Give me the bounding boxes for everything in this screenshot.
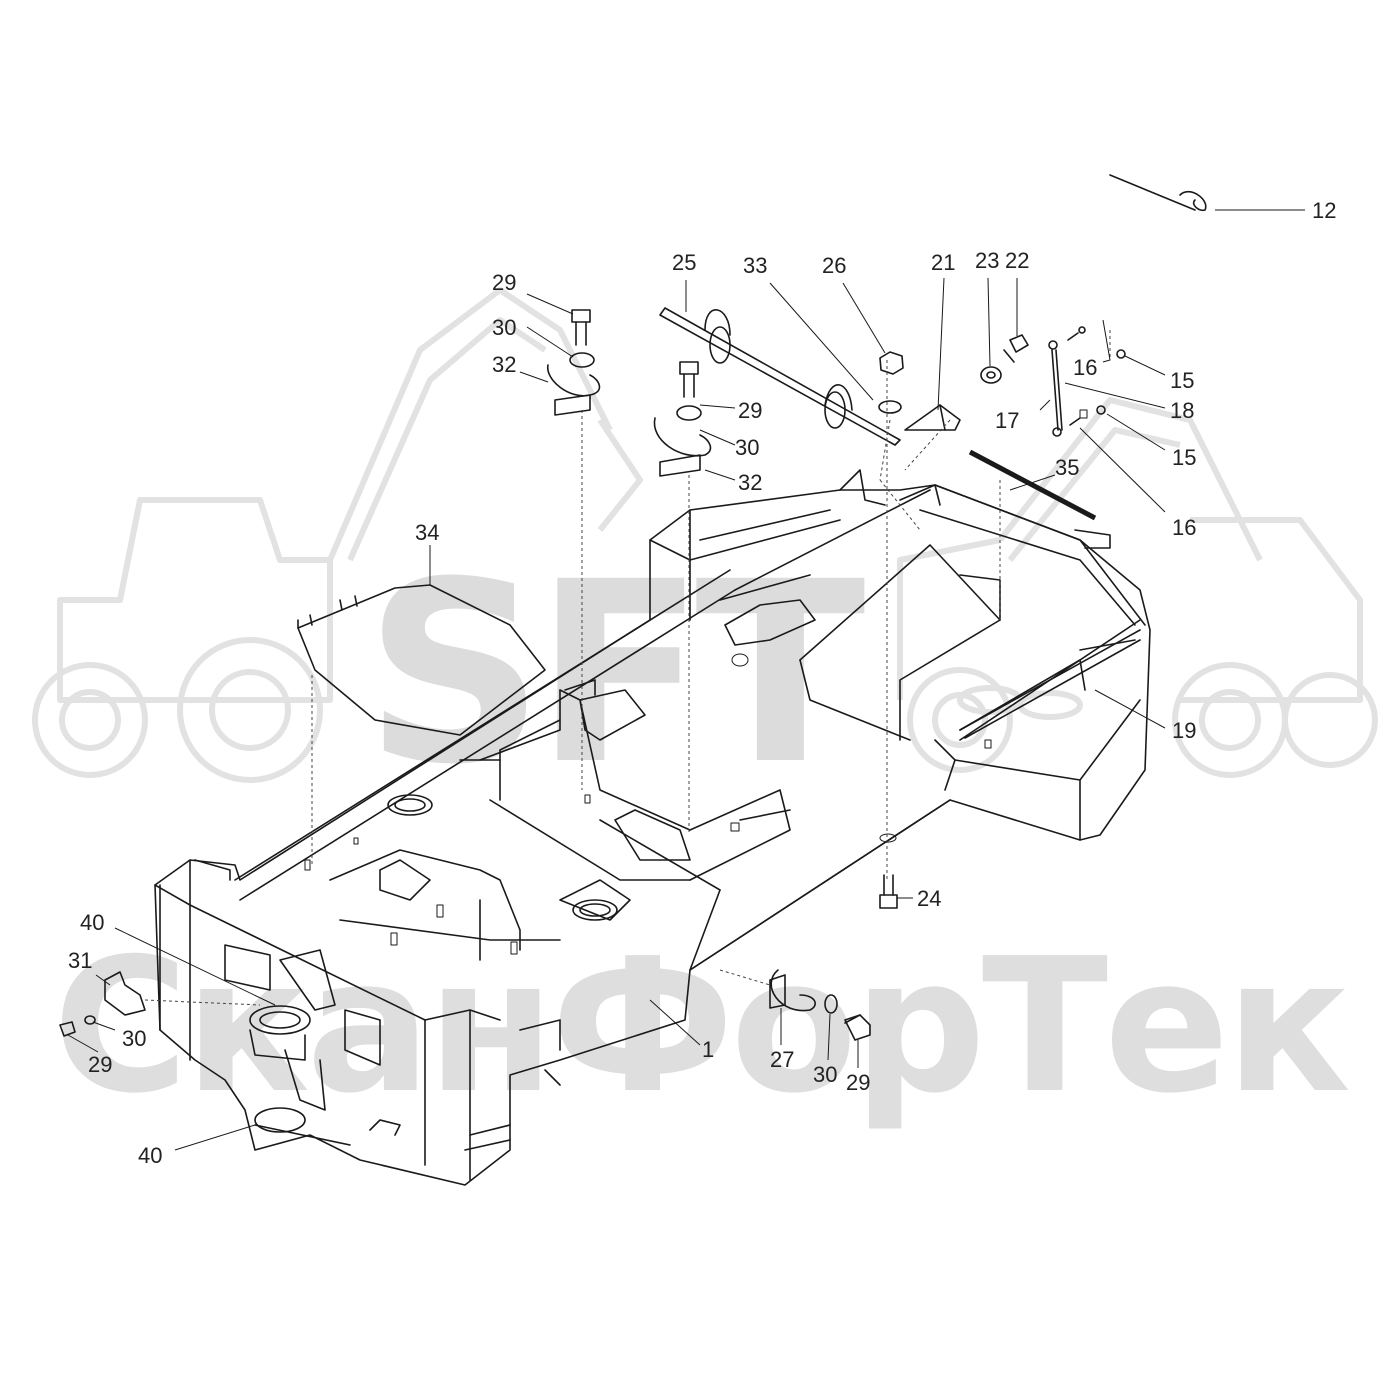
callout-17: 17	[995, 408, 1019, 433]
bolt-29-top-b	[653, 361, 712, 477]
callout-35: 35	[1055, 455, 1079, 480]
callout-21: 21	[931, 250, 955, 275]
callout-30-top-a: 30	[492, 315, 516, 340]
callout-19: 19	[1172, 718, 1196, 743]
watermark-brand-text: СканФорТек	[53, 918, 1349, 1134]
callout-40-top: 40	[80, 910, 104, 935]
callout-23: 23	[975, 248, 999, 273]
main-frame	[154, 469, 1151, 1186]
callout-40-bottom: 40	[138, 1143, 162, 1168]
callout-26: 26	[822, 253, 846, 278]
callout-18: 18	[1170, 398, 1194, 423]
callout-labels: 12 25 33 26 21 23 22 29 30 32 29 30 32 1…	[68, 198, 1336, 1168]
callout-29-left: 29	[88, 1052, 112, 1077]
pin-12	[1109, 174, 1207, 212]
bolt-29-top-a	[547, 309, 601, 416]
callout-30-right: 30	[813, 1062, 837, 1087]
callout-16-bottom: 16	[1172, 515, 1196, 540]
callout-31: 31	[68, 948, 92, 973]
callout-16-top: 16	[1073, 355, 1097, 380]
washer-23	[980, 366, 1002, 384]
nut-26	[878, 351, 904, 414]
watermark-logo-text: SFT	[364, 528, 865, 819]
rod-35	[968, 449, 1097, 521]
clamp-27	[769, 969, 871, 1041]
callout-15-top: 15	[1170, 368, 1194, 393]
leader-lines	[67, 209, 1305, 1151]
callout-12: 12	[1312, 198, 1336, 223]
callout-32-top-b: 32	[738, 470, 762, 495]
clip-31	[59, 971, 146, 1037]
assembly-lines	[144, 330, 1111, 1006]
callout-15-bottom: 15	[1172, 445, 1196, 470]
callout-27: 27	[770, 1047, 794, 1072]
plate-34	[297, 584, 546, 736]
callout-1: 1	[702, 1037, 714, 1062]
callout-22: 22	[1005, 248, 1029, 273]
bar-25	[659, 307, 901, 446]
callout-33: 33	[743, 253, 767, 278]
callout-30-top-b: 30	[735, 435, 759, 460]
callout-29-top-a: 29	[492, 270, 516, 295]
callout-24: 24	[917, 886, 941, 911]
callout-29-right: 29	[846, 1070, 870, 1095]
bracket-21	[904, 404, 961, 431]
bolt-24	[879, 874, 898, 909]
callout-25: 25	[672, 250, 696, 275]
callout-32-top-a: 32	[492, 352, 516, 377]
callout-30-left: 30	[122, 1026, 146, 1051]
callout-29-top-b: 29	[738, 398, 762, 423]
watermark-machinery-outline	[32, 287, 1378, 783]
watermark: SFT СканФорТек	[32, 287, 1378, 1134]
gas-spring-18	[1048, 326, 1126, 437]
bolt-22	[1003, 334, 1029, 363]
callout-34: 34	[415, 520, 439, 545]
